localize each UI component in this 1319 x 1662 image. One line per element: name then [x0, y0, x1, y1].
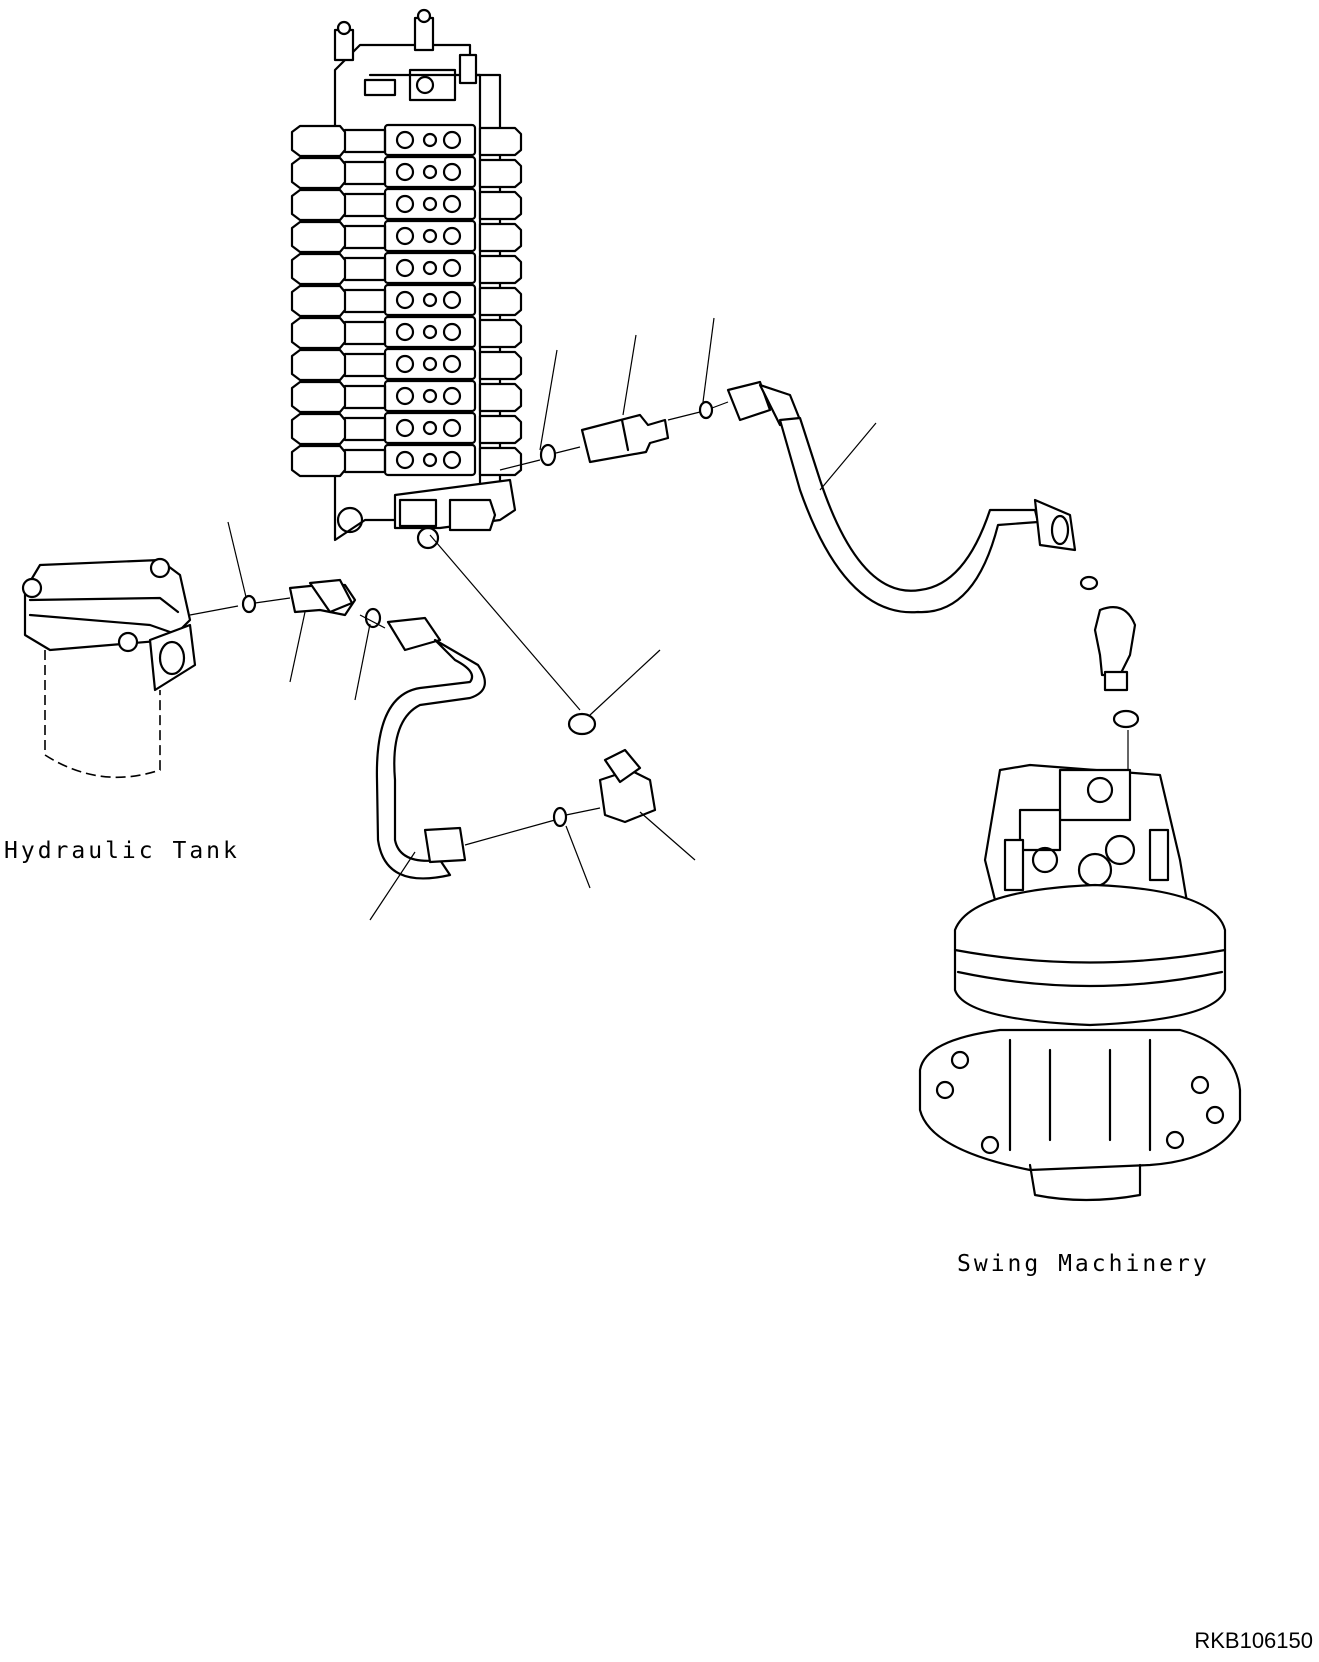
swing-machinery [918, 763, 1242, 1202]
drawing-id: RKB106150 [1194, 1628, 1313, 1653]
lower-line [189, 534, 657, 880]
leader-lines [227, 317, 877, 921]
upper-line [499, 380, 1140, 770]
hydraulic-tank-label: Hydraulic Tank [4, 838, 240, 864]
hydraulic-tank [21, 557, 197, 779]
control-valve [290, 8, 523, 550]
valve-sections [290, 123, 523, 478]
swing-machinery-label: Swing Machinery [957, 1251, 1210, 1277]
